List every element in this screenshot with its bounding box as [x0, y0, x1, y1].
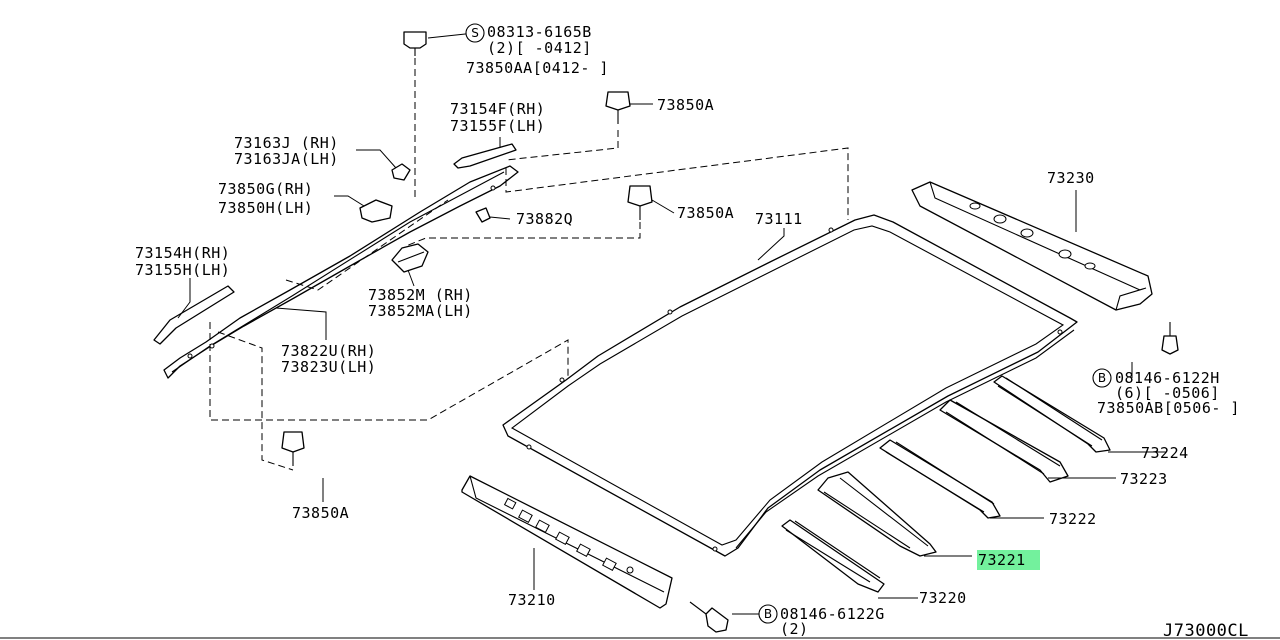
roof-bow-73222	[879, 439, 1001, 519]
label-73850a-mid: 73850A	[677, 204, 734, 222]
label-bolt-b1-qty: (6)[ -0506]	[1115, 384, 1220, 402]
roof-bow-73221	[817, 471, 937, 557]
label-73223: 73223	[1120, 470, 1168, 488]
label-73850a-top: 73850A	[657, 96, 714, 114]
label-73850ab: 73850AB[0506- ]	[1097, 399, 1240, 417]
diagram-code: J73000CL	[1163, 621, 1249, 640]
front-header-73210	[461, 475, 673, 609]
label-73155f: 73155F(LH)	[450, 117, 545, 135]
circle-s-icon: S	[465, 23, 485, 43]
rear-header-73230	[911, 181, 1153, 311]
label-73822u: 73822U(RH)	[281, 342, 376, 360]
roof-rail-73822u	[163, 165, 519, 379]
roof-bow-73223	[939, 399, 1069, 483]
highlight-73221	[977, 550, 1040, 570]
assembly-dashed-lines	[209, 58, 849, 471]
label-73850g: 73850G(RH)	[218, 180, 313, 198]
label-bolt-b1-part: 08146-6122H	[1115, 369, 1220, 387]
label-73850h: 73850H(LH)	[218, 199, 313, 217]
label-bolt-b2-part: 08146-6122G	[780, 605, 885, 623]
label-73111: 73111	[755, 210, 803, 228]
svg-text:B: B	[1098, 371, 1106, 385]
label-73155h: 73155H(LH)	[135, 261, 230, 279]
label-73882q: 73882Q	[516, 210, 573, 228]
label-73154f: 73154F(RH)	[450, 100, 545, 118]
bolt-icon	[281, 31, 1179, 633]
label-73224: 73224	[1141, 444, 1189, 462]
label-73154h: 73154H(RH)	[135, 244, 230, 262]
clip-73882q	[475, 207, 491, 223]
label-73230: 73230	[1047, 169, 1095, 187]
label-bolt-b2-qty: (2)	[780, 620, 809, 638]
label-73163j: 73163J (RH)	[234, 134, 339, 152]
svg-text:B: B	[764, 607, 772, 621]
label-73210: 73210	[508, 591, 556, 609]
circle-b-icon: B	[758, 604, 778, 624]
label-73852ma: 73852MA(LH)	[368, 302, 473, 320]
label-73852m: 73852M (RH)	[368, 286, 473, 304]
roof-bow-73220	[781, 519, 885, 593]
cover-73163j	[391, 163, 411, 181]
label-73222: 73222	[1049, 510, 1097, 528]
svg-text:S: S	[471, 26, 479, 40]
label-73823u: 73823U(LH)	[281, 358, 376, 376]
circle-b-icon: B	[1092, 368, 1112, 388]
label-bolt-s-qty: (2)[ -0412]	[487, 39, 592, 57]
label-bolt-s-part: 08313-6165B	[487, 23, 592, 41]
moulding-73154h	[153, 285, 235, 345]
label-73220: 73220	[919, 589, 967, 607]
roof-panel-73111	[502, 214, 1078, 557]
label-73850aa: 73850AA[0412- ]	[466, 59, 609, 77]
roof-bow-73224	[993, 375, 1111, 453]
moulding-73154f	[453, 143, 517, 169]
label-73221: 73221	[978, 551, 1026, 569]
label-73850a-low: 73850A	[292, 504, 349, 522]
leader-lines	[177, 31, 1166, 615]
cover-73850g	[359, 199, 393, 223]
label-73163ja: 73163JA(LH)	[234, 150, 339, 168]
clip-73852m	[391, 243, 429, 273]
